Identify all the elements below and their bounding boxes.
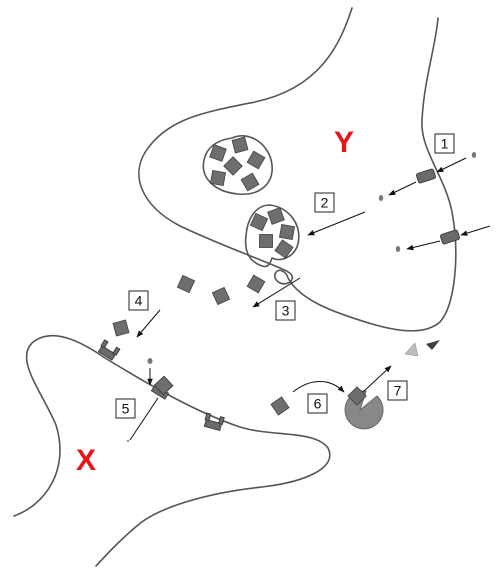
step-box-6: 6 — [307, 393, 328, 414]
fragment-dark — [426, 340, 440, 350]
fragment-light — [404, 342, 419, 357]
svg-text:5: 5 — [122, 401, 130, 417]
synaptic-vesicle-docking — [244, 204, 300, 268]
step-box-5: 5 — [115, 398, 136, 419]
svg-text:3: 3 — [282, 303, 290, 319]
step-box-4: 4 — [128, 290, 149, 311]
small-molecules — [127, 152, 477, 442]
step-box-3: 3 — [275, 300, 296, 321]
postsynaptic-receptor-right — [203, 412, 225, 431]
reuptake-transporter-lower — [440, 229, 460, 245]
label-neuron-x: X — [76, 444, 96, 477]
svg-text:7: 7 — [394, 383, 402, 399]
synaptic-vesicle-upper — [202, 135, 273, 195]
step-box-7: 7 — [387, 380, 408, 401]
svg-text:6: 6 — [314, 396, 322, 412]
step-box-1: 1 — [434, 133, 455, 154]
presynaptic-membrane — [138, 7, 457, 332]
svg-text:4: 4 — [135, 293, 143, 309]
svg-text:1: 1 — [441, 136, 449, 152]
degrading-enzyme — [344, 386, 384, 430]
step-box-2: 2 — [314, 192, 335, 213]
postsynaptic-membrane — [13, 334, 331, 567]
svg-text:2: 2 — [321, 195, 329, 211]
postsynaptic-receptor-left — [97, 339, 121, 361]
label-neuron-y: Y — [334, 126, 354, 159]
reuptake-transporter-upper — [416, 168, 436, 184]
arrows — [129, 157, 491, 441]
postsynaptic-receptor-bound — [150, 375, 174, 400]
